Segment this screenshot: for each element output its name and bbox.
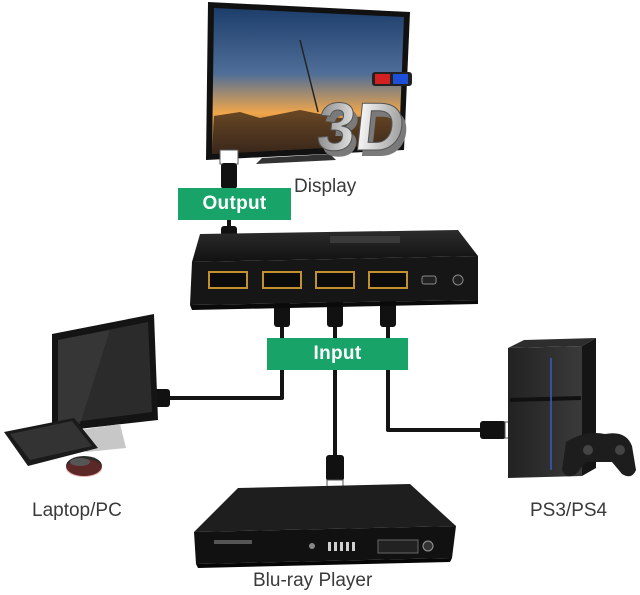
hdmi-port <box>208 271 248 289</box>
svg-text:3D: 3D <box>318 95 413 171</box>
laptop-label: Laptop/PC <box>32 500 122 521</box>
blu-ray-player <box>194 484 456 568</box>
3d-badge: 3D 3D <box>313 72 413 171</box>
display-label: Display <box>294 176 357 197</box>
power-jack <box>452 274 464 286</box>
player-label: Blu-ray Player <box>253 570 373 591</box>
gamepad-icon <box>562 433 636 477</box>
hdmi-plug-tv <box>219 149 239 189</box>
usb-port <box>421 275 437 285</box>
laptop-pc <box>4 314 158 477</box>
hdmi-port <box>368 271 408 289</box>
hdmi-switch-box <box>190 230 478 310</box>
output-label: Output <box>178 188 291 220</box>
3d-glasses-icon <box>372 72 412 86</box>
console-label: PS3/PS4 <box>530 500 608 521</box>
hdmi-port <box>315 271 355 289</box>
input-label: Input <box>267 338 408 370</box>
hdmi-port <box>262 271 302 289</box>
tv-badge-text: 3D <box>314 89 409 165</box>
tv-display <box>206 2 410 164</box>
